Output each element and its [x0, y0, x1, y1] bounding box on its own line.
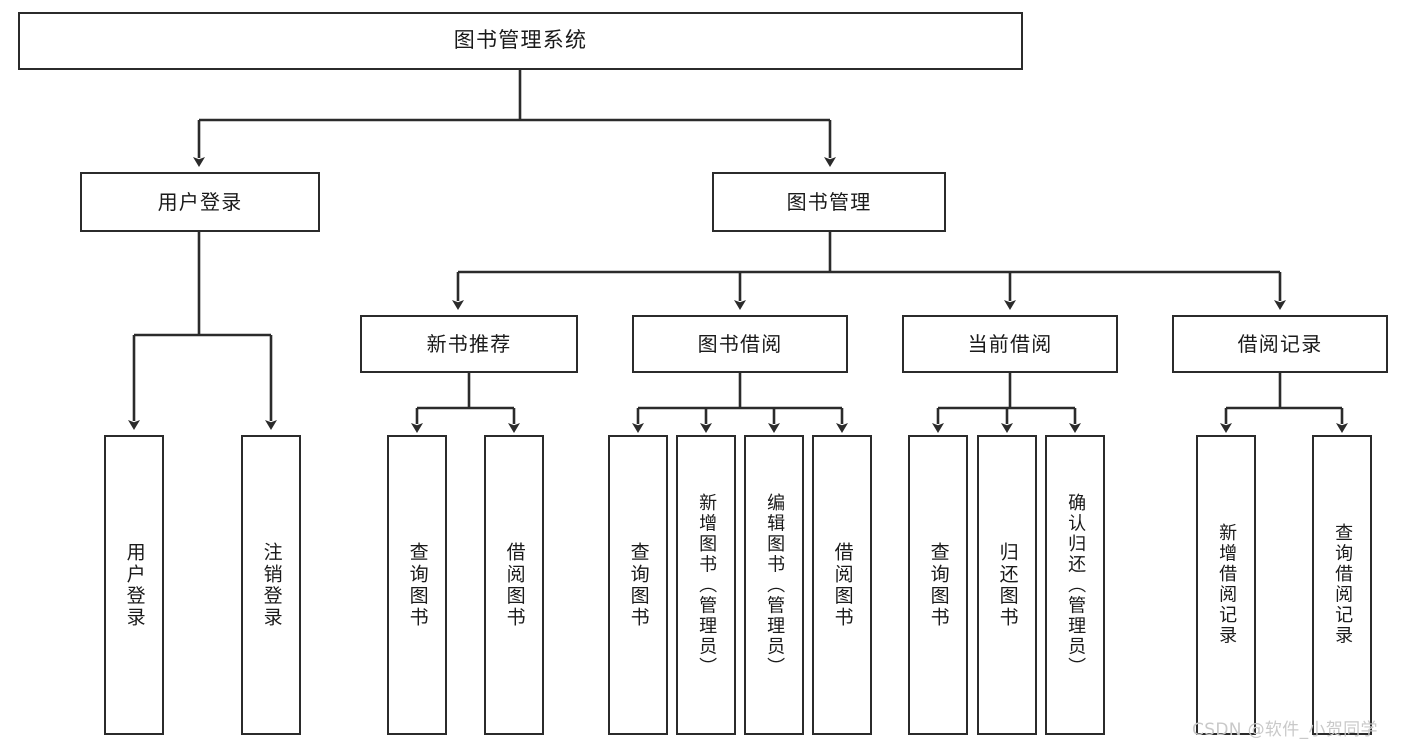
csdn-watermark: CSDN @软件_小贺同学	[1192, 720, 1378, 740]
leaf-borrow-add-book-label: 新增图书（管理员）	[696, 492, 718, 678]
leaf-borrow-add-book[interactable]: 新增图书（管理员）	[676, 435, 736, 735]
leaf-current-confirm-return-label: 确认归还（管理员）	[1065, 492, 1087, 678]
leaf-current-return-book-label: 归还图书	[996, 541, 1019, 629]
leaf-borrow-borrow-book-label: 借阅图书	[831, 541, 854, 629]
node-book-management-label: 图书管理	[786, 189, 872, 214]
leaf-borrow-edit-book-label: 编辑图书（管理员）	[764, 492, 786, 678]
node-new-book-recommend-label: 新书推荐	[426, 331, 512, 356]
leaf-borrow-query-book[interactable]: 查询图书	[608, 435, 668, 735]
node-user-login[interactable]: 用户登录	[80, 172, 320, 232]
leaf-recommend-query-book[interactable]: 查询图书	[387, 435, 447, 735]
leaf-user-login-login[interactable]: 用户登录	[104, 435, 164, 735]
leaf-record-query-record-label: 查询借阅记录	[1332, 523, 1354, 647]
node-book-management[interactable]: 图书管理	[712, 172, 946, 232]
leaf-current-query-book-label: 查询图书	[927, 541, 950, 629]
leaf-recommend-borrow-book-label: 借阅图书	[503, 541, 526, 629]
leaf-current-return-book[interactable]: 归还图书	[977, 435, 1037, 735]
leaf-user-login-logout[interactable]: 注销登录	[241, 435, 301, 735]
leaf-user-login-logout-label: 注销登录	[260, 541, 283, 629]
leaf-current-confirm-return[interactable]: 确认归还（管理员）	[1045, 435, 1105, 735]
leaf-borrow-query-book-label: 查询图书	[627, 541, 650, 629]
node-borrow-record-label: 借阅记录	[1237, 331, 1323, 356]
node-root-label: 图书管理系统	[453, 28, 588, 53]
node-new-book-recommend[interactable]: 新书推荐	[360, 315, 578, 373]
leaf-record-query-record[interactable]: 查询借阅记录	[1312, 435, 1372, 735]
leaf-record-add-record[interactable]: 新增借阅记录	[1196, 435, 1256, 735]
node-user-login-label: 用户登录	[157, 189, 243, 214]
node-current-borrow[interactable]: 当前借阅	[902, 315, 1118, 373]
node-book-borrow[interactable]: 图书借阅	[632, 315, 848, 373]
leaf-user-login-login-label: 用户登录	[123, 541, 146, 629]
leaf-borrow-edit-book[interactable]: 编辑图书（管理员）	[744, 435, 804, 735]
node-root-system[interactable]: 图书管理系统	[18, 12, 1023, 70]
leaf-record-add-record-label: 新增借阅记录	[1216, 523, 1238, 647]
leaf-recommend-borrow-book[interactable]: 借阅图书	[484, 435, 544, 735]
leaf-current-query-book[interactable]: 查询图书	[908, 435, 968, 735]
leaf-borrow-borrow-book[interactable]: 借阅图书	[812, 435, 872, 735]
node-current-borrow-label: 当前借阅	[967, 331, 1053, 356]
node-borrow-record[interactable]: 借阅记录	[1172, 315, 1388, 373]
node-book-borrow-label: 图书借阅	[697, 331, 783, 356]
leaf-recommend-query-book-label: 查询图书	[406, 541, 429, 629]
